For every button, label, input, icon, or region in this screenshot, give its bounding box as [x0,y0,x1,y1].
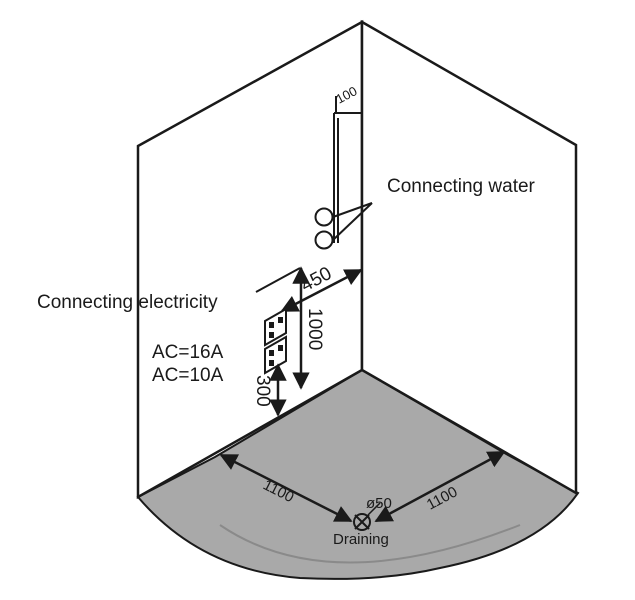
left-depth-dimension-line [219,453,353,523]
drain-diameter-leader-line [367,502,381,516]
water-height-dimension: 1000 [304,308,325,350]
ac-16a-label: AC=16A [152,342,224,363]
draining-label: Draining [333,531,389,548]
water-pipe-lines [333,96,363,243]
connecting-water-label: Connecting water [387,176,536,197]
socket-16a [264,307,287,347]
shower-tray-floor [136,368,580,580]
water-leader-lines [332,202,373,241]
right-depth-dimension-line [374,450,506,523]
drain-diameter-label: ø50 [366,495,392,512]
drain-icon [353,513,371,531]
cold-water-connection [314,230,334,250]
socket-height-dimension: 300 [252,375,273,407]
connecting-electricity-label: Connecting electricity [37,292,218,313]
ac-10a-label: AC=10A [152,365,224,386]
hot-water-connection [314,207,334,227]
tray-front-rim [219,524,521,564]
right-wall [360,19,578,496]
